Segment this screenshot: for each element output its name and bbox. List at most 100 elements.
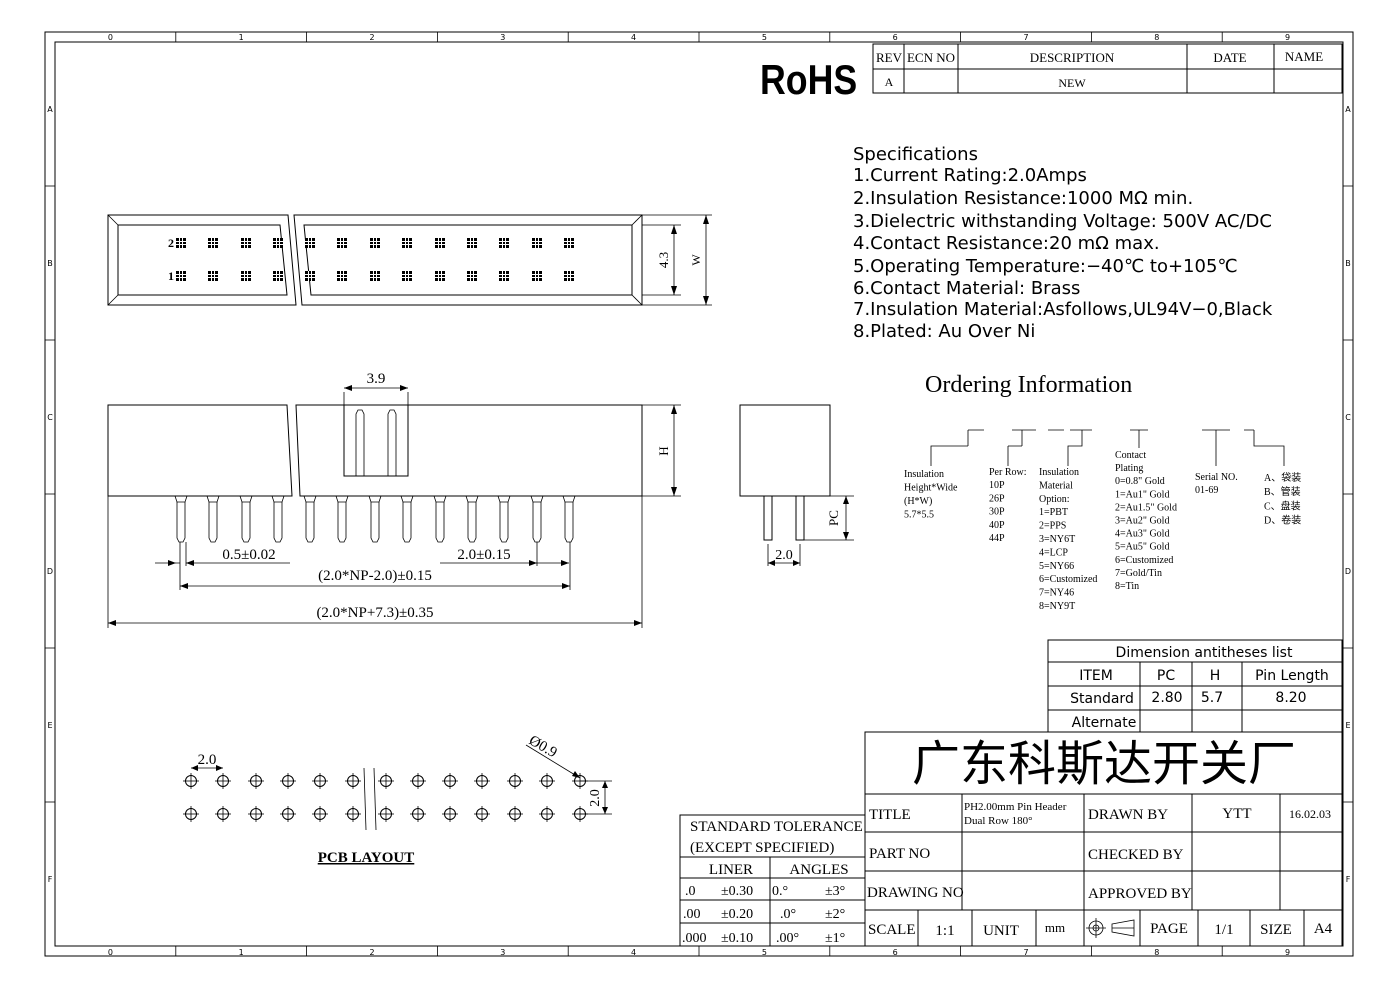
order-insulation-line: Insulation [904, 469, 944, 480]
zone-col-bottom-5: 5 [762, 948, 767, 957]
top-pin [435, 238, 445, 248]
dim-pitch: 2.0±0.15 [457, 547, 510, 563]
zone-col-top-6: 6 [893, 33, 898, 42]
title-label: TITLE [869, 807, 911, 823]
tol-r1-c1: .0 [685, 884, 696, 899]
pcb-layout: 2.0 Ø0.9 2.0 PCB LAYOUT [183, 733, 612, 866]
tol-r3-c4: ±1° [825, 931, 845, 946]
front-pin [206, 495, 220, 543]
front-pin [400, 495, 414, 543]
dim-w: W [689, 254, 703, 266]
order-packing-line: C、盘装 [1264, 499, 1301, 512]
order-plating-line: Contact [1115, 450, 1146, 461]
zone-row-right-C: C [1345, 413, 1351, 422]
top-pin [337, 271, 347, 281]
dim-standard-pin: 8.20 [1275, 690, 1306, 706]
pcb-hole [312, 806, 328, 822]
rev-header-ecn: ECN NO [907, 50, 955, 65]
spec-item-6: 6.Contact Material: Brass [853, 278, 1080, 299]
tol-r1-c2: ±0.30 [721, 884, 753, 899]
dim-3-9: 3.9 [367, 371, 386, 387]
zone-col-bottom-7: 7 [1023, 948, 1028, 957]
pcb-hole [280, 806, 296, 822]
spec-item-3: 3.Dielectric withstanding Voltage: 500V … [853, 211, 1272, 232]
top-pin [499, 238, 509, 248]
zone-row-left-B: B [47, 259, 53, 268]
tol-r2-c2: ±0.20 [721, 907, 753, 922]
rev-header-name: NAME [1285, 49, 1323, 64]
order-material-line: Material [1039, 480, 1073, 491]
front-pin [174, 495, 188, 543]
front-view: 3.9 H 0.5±0.02 2.0±0.15 (2.0*NP-2.0)±0.1… [107, 371, 681, 628]
tol-r1-c3: 0.° [772, 884, 788, 899]
pcb-holes [183, 773, 588, 822]
zone-col-top-7: 7 [1023, 33, 1028, 42]
revision-table: REV ECN NO DESCRIPTION DATE NAME A NEW [872, 43, 1343, 94]
pcb-hole [507, 773, 523, 789]
order-material-line: 6=Customized [1039, 574, 1097, 585]
dim-standard-pc: 2.80 [1151, 690, 1182, 706]
order-plating-line: Plating [1115, 463, 1143, 474]
top-pin [499, 271, 509, 281]
order-material-line: 7=NY46 [1039, 588, 1074, 599]
pcb-hole [248, 773, 264, 789]
order-material-line: 4=LCP [1039, 547, 1068, 558]
dim-4-3: 4.3 [656, 252, 671, 268]
zone-row-right-F: F [1346, 875, 1351, 884]
zone-row-right-A: A [1345, 105, 1351, 114]
rev-header-description: DESCRIPTION [1030, 50, 1115, 65]
tol-liner: LINER [709, 862, 753, 878]
size-label: SIZE [1260, 922, 1292, 938]
order-plating-line: 6=Customized [1115, 555, 1173, 566]
top-pin [467, 271, 477, 281]
specifications: Specifications 1.Current Rating:2.0Amps … [853, 144, 1273, 342]
rohs-mark: RoHS [760, 57, 857, 103]
dim-h: H [656, 446, 671, 455]
pcb-hole [474, 773, 490, 789]
zone-row-left-F: F [48, 875, 53, 884]
order-plating-line: 8=Tin [1115, 581, 1139, 592]
top-pin [435, 271, 445, 281]
top-pin [532, 238, 542, 248]
spec-title: Specifications [853, 144, 978, 165]
order-plating-line: 4=Au3" Gold [1115, 529, 1169, 540]
order-plating-line: 2=Au1.5" Gold [1115, 502, 1177, 513]
top-pin [208, 238, 218, 248]
pcb-hole [248, 806, 264, 822]
front-view-pins [174, 409, 576, 590]
size-value: A4 [1314, 921, 1333, 937]
spec-item-8: 8.Plated: Au Over Ni [853, 321, 1035, 342]
row-1-label: 1 [168, 269, 174, 283]
top-pin [402, 271, 412, 281]
zone-col-bottom-1: 1 [239, 948, 244, 957]
order-material-line: 3=NY6T [1039, 534, 1075, 545]
approved-by-label: APPROVED BY [1088, 886, 1192, 902]
pcb-layout-label: PCB LAYOUT [318, 850, 415, 866]
pcb-hole [183, 773, 199, 789]
slot-pin [355, 409, 365, 476]
zone-col-bottom-6: 6 [893, 948, 898, 957]
order-per-row-line: 30P [989, 507, 1005, 518]
pcb-hole [312, 773, 328, 789]
zone-row-left-C: C [47, 413, 53, 422]
order-packing-line: D、卷装 [1264, 514, 1301, 527]
top-pin [208, 271, 218, 281]
spec-item-4: 4.Contact Resistance:20 mΩ max. [853, 233, 1160, 254]
unit-label: UNIT [983, 923, 1019, 939]
zone-col-bottom-3: 3 [500, 948, 505, 957]
dim-total: (2.0*NP+7.3)±0.35 [316, 605, 433, 621]
dim-pc: PC [826, 510, 841, 526]
order-material-line: Insulation [1039, 467, 1079, 478]
zone-col-top-0: 0 [108, 33, 113, 42]
pcb-hole [539, 806, 555, 822]
pcb-hole [539, 773, 555, 789]
pcb-hole [280, 773, 296, 789]
tol-title-2: (EXCEPT SPECIFIED) [690, 840, 834, 856]
zone-row-right-D: D [1345, 567, 1351, 576]
front-pin [303, 495, 317, 543]
order-plating-line: 5=Au5" Gold [1115, 542, 1169, 553]
dim-standard-item: Standard [1070, 691, 1134, 707]
rev-value-description: NEW [1058, 76, 1086, 90]
zone-col-top-4: 4 [631, 33, 636, 42]
